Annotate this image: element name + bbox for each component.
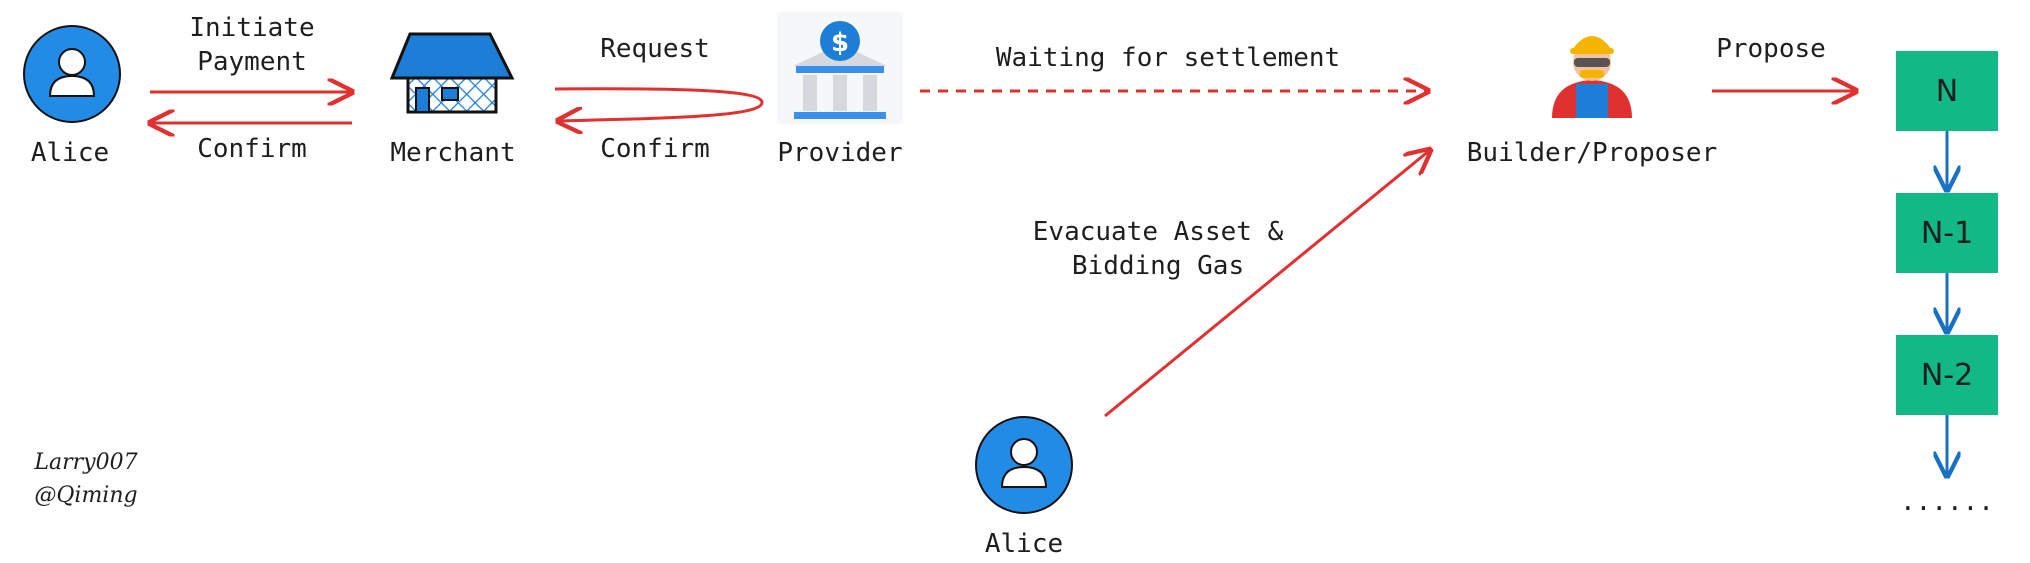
confirm-merchant-label: Confirm — [600, 134, 710, 164]
block-n-2: N-2 — [1896, 335, 1998, 415]
confirm-alice-label: Confirm — [197, 134, 307, 164]
evacuate-edge: Evacuate Asset & Bidding Gas — [1033, 150, 1430, 418]
merchant-node: Merchant — [389, 32, 516, 168]
user-avatar-icon — [975, 416, 1073, 514]
block-n-1: N-1 — [1896, 193, 1998, 273]
builder-block-edge: Propose — [1712, 34, 1856, 91]
waiting-settlement-label: Waiting for settlement — [996, 43, 1340, 73]
alice-merchant-edges: Initiate Payment Confirm — [150, 13, 352, 164]
merchant-provider-edges: Request Confirm — [555, 34, 764, 164]
store-icon — [389, 32, 515, 114]
alice-bottom-label: Alice — [985, 529, 1063, 559]
construction-worker-icon — [1552, 36, 1632, 118]
block-chain: N N-1 N-2 ...... — [1896, 51, 1998, 517]
request-label: Request — [600, 34, 710, 64]
initiate-payment-label-line1: Initiate — [189, 13, 314, 43]
block-n-1-label: N-1 — [1921, 216, 1973, 251]
initiate-payment-label-line2: Payment — [197, 47, 307, 77]
block-n: N — [1896, 51, 1998, 131]
bank-icon: $ — [777, 12, 903, 124]
block-n-2-label: N-2 — [1921, 358, 1973, 393]
signature-line2: @Qiming — [34, 483, 137, 508]
block-n-label: N — [1936, 74, 1958, 109]
propose-label: Propose — [1716, 34, 1826, 64]
evacuate-arrow — [1104, 150, 1430, 418]
evacuate-label-line2: Bidding Gas — [1072, 251, 1244, 281]
builder-label: Builder/Proposer — [1467, 138, 1717, 168]
evacuate-label-line1: Evacuate Asset & — [1033, 217, 1284, 247]
signature: Larry007 @Qiming — [33, 450, 137, 508]
alice-bottom-node: Alice — [975, 416, 1073, 559]
signature-line1: Larry007 — [33, 450, 137, 475]
merchant-label: Merchant — [390, 138, 515, 168]
alice-top-label: Alice — [31, 138, 109, 168]
request-confirm-arrow — [555, 87, 764, 121]
block-ellipsis: ...... — [1900, 487, 1994, 517]
user-avatar-icon — [23, 25, 121, 123]
builder-node: Builder/Proposer — [1467, 36, 1717, 168]
provider-label: Provider — [777, 138, 902, 168]
provider-node: $ Provider — [777, 12, 903, 168]
provider-builder-edge: Waiting for settlement — [920, 43, 1428, 91]
alice-top-node: Alice — [23, 25, 121, 168]
svg-text:$: $ — [831, 28, 849, 58]
